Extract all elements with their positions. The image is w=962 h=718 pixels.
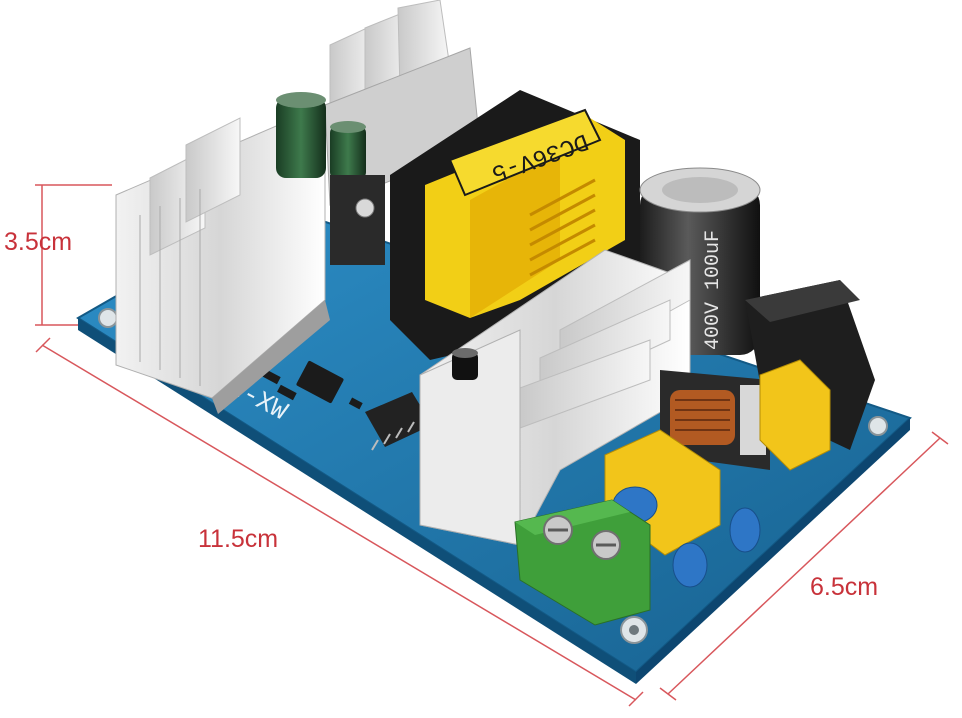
width-dim-line bbox=[667, 437, 941, 695]
mosfet bbox=[330, 175, 385, 265]
length-dimension-label: 11.5cm bbox=[198, 525, 279, 553]
capacitor-label: 400V 100uF bbox=[702, 230, 725, 350]
common-mode-choke bbox=[660, 370, 770, 470]
dimension-lines bbox=[35, 184, 949, 707]
small-green-capacitors bbox=[276, 92, 366, 180]
right-heatsink bbox=[419, 249, 691, 546]
terminal-block bbox=[514, 499, 651, 626]
ic-chip bbox=[365, 392, 432, 451]
mounting-holes bbox=[98, 308, 888, 644]
terminal-screws bbox=[543, 515, 621, 560]
width-dimension-label: 6.5cm bbox=[810, 573, 879, 601]
height-dimension-label: 3.5cm bbox=[4, 228, 73, 256]
small-black-capacitor bbox=[452, 348, 478, 380]
length-dim-line bbox=[41, 344, 637, 701]
